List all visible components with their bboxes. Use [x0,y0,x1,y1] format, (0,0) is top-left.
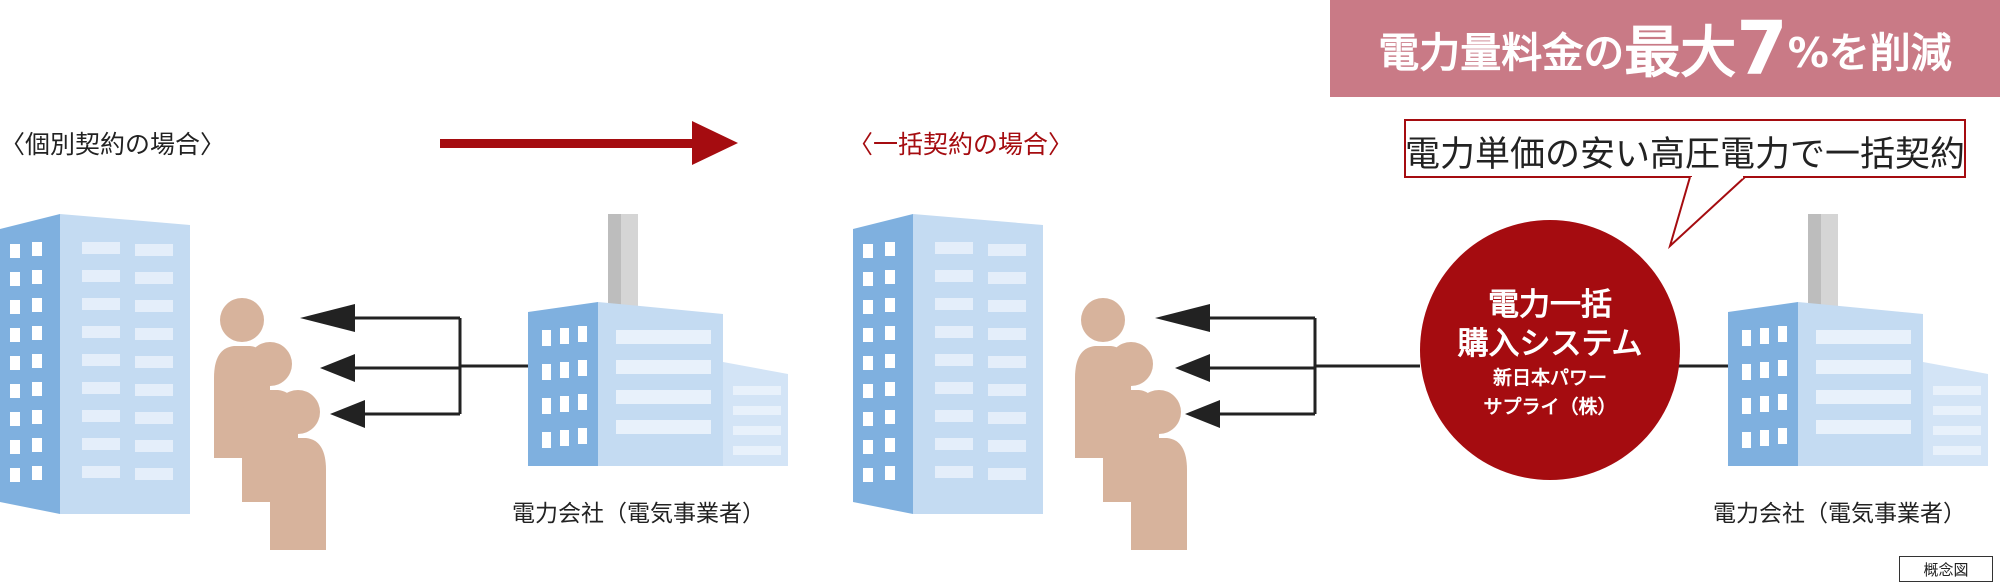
resident-icon [270,390,326,550]
left-case-title: 〈個別契約の場合〉 [0,130,226,159]
banner-text-2: 最大 [1624,21,1737,86]
system-circle [1420,220,1680,480]
concept-note: 概念図 [1899,556,1993,582]
banner-text-3: 7 [1736,5,1788,92]
callout-text: 電力単価の安い高圧電力で一括契約 [1405,135,1966,175]
power-company-label-right: 電力会社（電気事業者） [1713,501,1966,527]
system-line-3: 新日本パワー [1492,366,1607,389]
factory-icon [528,214,788,466]
savings-banner [1330,0,2000,97]
building-icon [853,214,1043,514]
supply-arrows [298,302,462,430]
right-case-title: 〈一括契約の場合〉 [848,130,1074,159]
callout-bubble [1404,119,1966,250]
resident-icon [1131,390,1187,550]
power-company-label-left: 電力会社（電気事業者） [512,501,765,527]
building-icon [0,214,190,514]
transition-arrow-icon [440,121,738,165]
banner-text-4: %を削減 [1787,28,1952,77]
system-line-4: サプライ（株） [1483,395,1617,418]
system-line-1: 電力一括 [1488,287,1612,323]
system-label: 電力一括 購入システム 新日本パワー サプライ（株） [1430,286,1670,422]
system-line-2: 購入システム [1457,325,1643,362]
factory-icon [1728,214,1988,466]
banner-text-1: 電力量料金の [1378,28,1625,77]
